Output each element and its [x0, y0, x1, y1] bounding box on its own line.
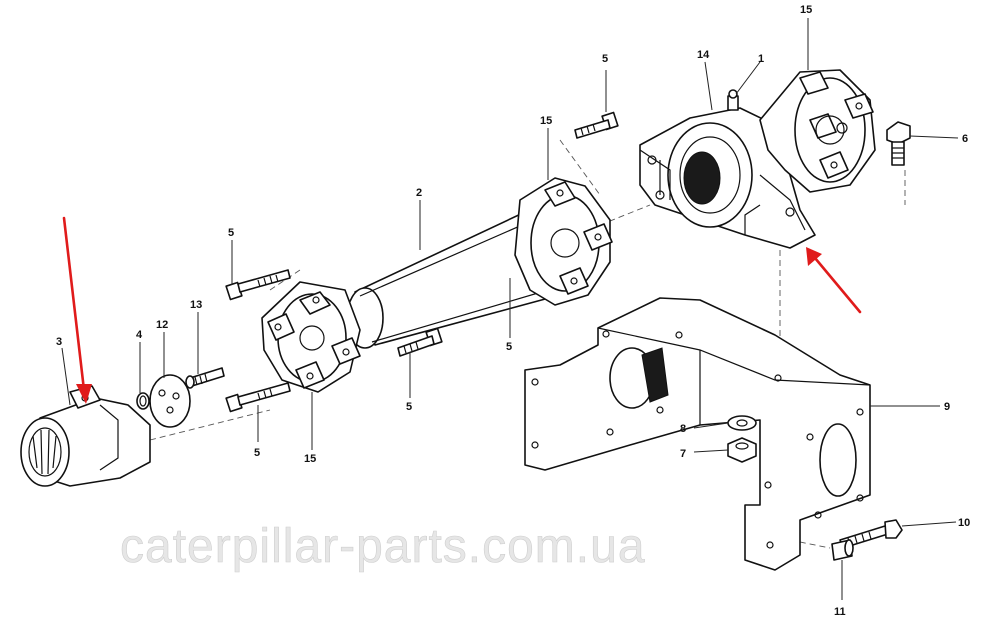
part-6-bolt	[886, 121, 911, 166]
part-12-plate	[149, 374, 191, 428]
callout-leader-lines	[61, 18, 959, 600]
callout-5-lower-left: 5	[254, 447, 260, 459]
callout-10: 10	[958, 517, 970, 529]
callout-11: 11	[834, 606, 846, 618]
watermark-text: caterpillar-parts.com.ua	[120, 520, 646, 573]
callout-2: 2	[416, 187, 422, 199]
callout-1: 1	[758, 53, 764, 65]
part-15-universal-joint-upper	[759, 69, 876, 193]
callout-5-shaft: 5	[506, 341, 512, 353]
part-8-washer	[727, 415, 757, 431]
callout-5-top: 5	[602, 53, 608, 65]
highlight-arrow-right	[806, 247, 862, 314]
part-3-splined-yoke	[20, 385, 151, 487]
part-13-bolt	[185, 367, 225, 389]
callout-15-upper: 15	[800, 4, 812, 16]
part-1-grease-fitting	[727, 89, 739, 111]
part-15-universal-joint-left	[261, 281, 361, 393]
callout-5-middle: 5	[406, 401, 412, 413]
callout-3: 3	[56, 336, 62, 348]
callout-8: 8	[680, 423, 686, 435]
callout-7: 7	[680, 448, 686, 460]
callout-5-upper-left: 5	[228, 227, 234, 239]
part-5-bolt-middle	[397, 327, 443, 357]
part-15-universal-joint-right	[514, 177, 613, 306]
callout-15-middle: 15	[540, 115, 552, 127]
part-5-bolt-upper-left	[225, 269, 291, 301]
part-7-nut	[727, 437, 757, 463]
callout-4: 4	[136, 329, 143, 341]
callout-12: 12	[156, 319, 168, 331]
callout-14: 14	[697, 49, 710, 61]
callout-6: 6	[962, 133, 968, 145]
part-5-bolt-lower-left	[225, 382, 291, 413]
part-4-retaining-ring	[136, 392, 150, 410]
part-9-mounting-bracket	[524, 297, 871, 571]
highlight-arrow-left	[62, 216, 92, 404]
part-5-bolt-top	[574, 111, 619, 139]
callout-15-lower: 15	[304, 453, 316, 465]
callout-labels: 1 2 3 4 5 5 5 5 5 6 7 8 9 10 11 12 13 14…	[56, 4, 970, 618]
part-11-spacer	[831, 539, 854, 561]
callout-13: 13	[190, 299, 202, 311]
callout-9: 9	[944, 401, 950, 413]
